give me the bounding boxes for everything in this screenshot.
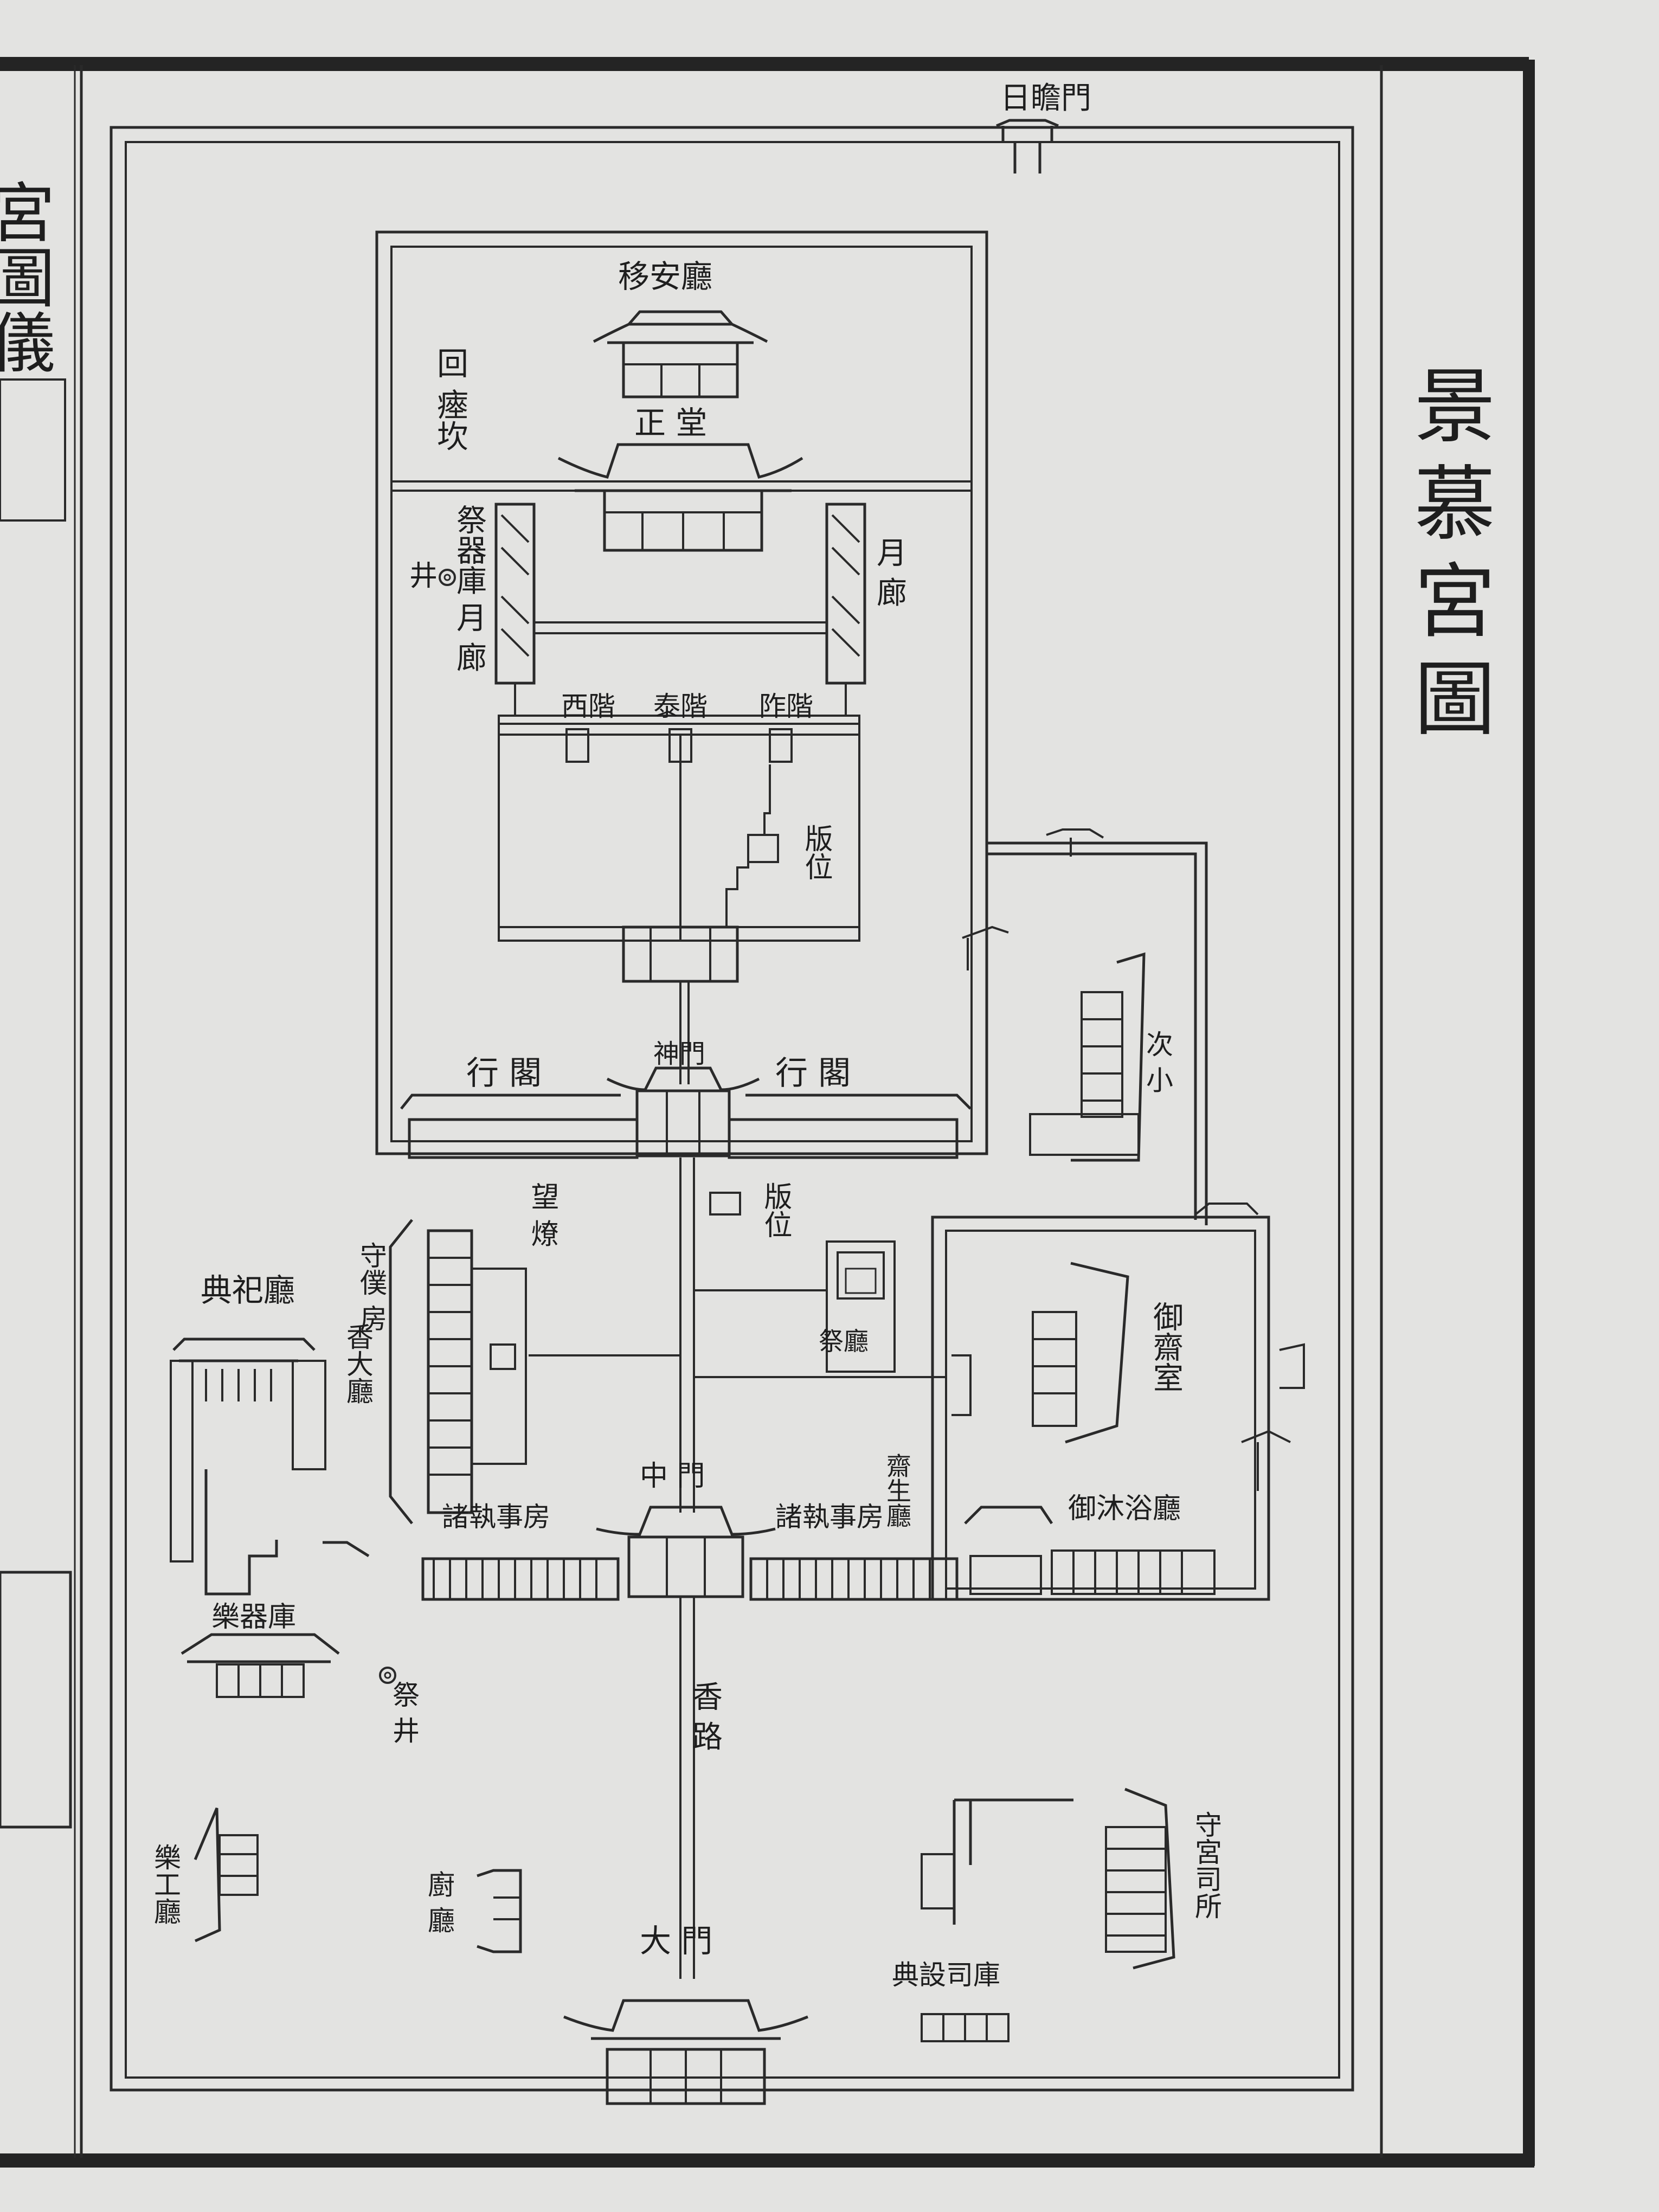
jejik-room-label: 祭廳 — [819, 1327, 869, 1356]
left-corridor — [494, 503, 536, 716]
yian-hall-building — [593, 310, 768, 398]
jeonseol-label: 典設司庫 — [892, 1959, 1000, 1991]
royal-enclosure — [931, 1216, 1270, 1601]
daemun-gate — [563, 1999, 808, 2105]
hyangno-path — [679, 1597, 695, 1979]
sopyo-label: 次 小 — [1142, 1030, 1173, 1093]
jejip-right-label: 諸執事房 — [775, 1501, 884, 1533]
east-annex — [987, 828, 1208, 1225]
jejip-rows — [421, 1557, 959, 1601]
wollang-right-label: 月 廊 — [872, 537, 907, 607]
jaeseong-court — [694, 1240, 972, 1416]
sujik-room-label: 守僕 房 — [356, 1242, 387, 1332]
jejip-left-label: 諸執事房 — [442, 1501, 550, 1533]
akgi-building — [181, 1469, 370, 1698]
eojae-label: 御齋室 — [1148, 1301, 1184, 1392]
eomok-label: 御沐浴廳 — [1068, 1493, 1181, 1525]
right-corridor — [825, 503, 866, 716]
daemun-label: 大 門 — [640, 1922, 712, 1959]
jungmun-gate — [596, 1506, 776, 1598]
margin-fragment: 宮圖儀 — [0, 179, 72, 1829]
panwi-upper-label: 版位 — [800, 824, 832, 880]
jungmun-label: 中 門 — [640, 1460, 705, 1493]
page-title: 景慕宮圖 — [1400, 363, 1495, 754]
singak-label: 神門 — [653, 1039, 705, 1069]
haenggak-left-label: 行 閣 — [466, 1054, 542, 1092]
hoe-pit-label: 回 瘞坎 — [432, 347, 468, 451]
sugwan-building — [1105, 1787, 1175, 1970]
jaeseong-label: 齋生廳 — [883, 1453, 912, 1528]
well-b-symbol — [379, 1667, 396, 1684]
west-steps-label: 西階 — [561, 691, 615, 722]
east-steps-label: 阼階 — [759, 691, 813, 722]
well-a-symbol — [439, 569, 456, 586]
margin-fragment-text: 宮圖儀 — [0, 179, 54, 374]
haenggak-gallery — [400, 1094, 972, 1159]
sugwan-label: 守宮司所 — [1191, 1811, 1222, 1919]
well-b-label: 祭 井 — [388, 1681, 420, 1744]
akgong-label: 樂工廳 — [150, 1843, 181, 1925]
jeongdang-building — [391, 443, 972, 552]
yian-hall-label: 移安廳 — [618, 258, 712, 295]
jugwi-label: 廚 廳 — [423, 1870, 455, 1933]
akgi-label: 樂器庫 — [211, 1601, 296, 1634]
riseom-gate-label: 日瞻門 — [1000, 81, 1091, 116]
center-steps-label: 泰階 — [653, 691, 708, 722]
hyangno-label: 香 路 — [687, 1681, 723, 1751]
panwi-lower-label: 版位 — [759, 1182, 792, 1238]
shrine-enclosure — [375, 230, 988, 1155]
upper-courtyard — [498, 715, 860, 942]
akgong-building — [194, 1808, 259, 1943]
hyangdae-hall-label: 香大廳 — [342, 1323, 374, 1404]
jugwi-building — [477, 1869, 522, 1953]
left-wing-building — [389, 1219, 680, 1525]
jegigo-label: 祭器庫 — [452, 504, 487, 595]
mangryo-label: 望 燎 — [526, 1182, 558, 1248]
outer-wall — [110, 126, 1354, 2092]
wollang-left-label: 月 廊 — [452, 602, 487, 672]
jeonseol-building — [921, 1798, 1073, 2042]
jeongdang-label: 正 堂 — [634, 404, 707, 441]
riseom-gate — [996, 119, 1059, 173]
haenggak-right-label: 行 閣 — [775, 1054, 851, 1092]
jeonsa-hall-building — [170, 1338, 326, 1562]
well-a-label: 井 — [409, 560, 438, 593]
lower-axis — [679, 1158, 741, 1513]
east-side-gates — [962, 925, 1305, 1491]
page-frame — [0, 57, 1535, 2168]
jeonsa-hall-label: 典祀廳 — [201, 1272, 295, 1309]
